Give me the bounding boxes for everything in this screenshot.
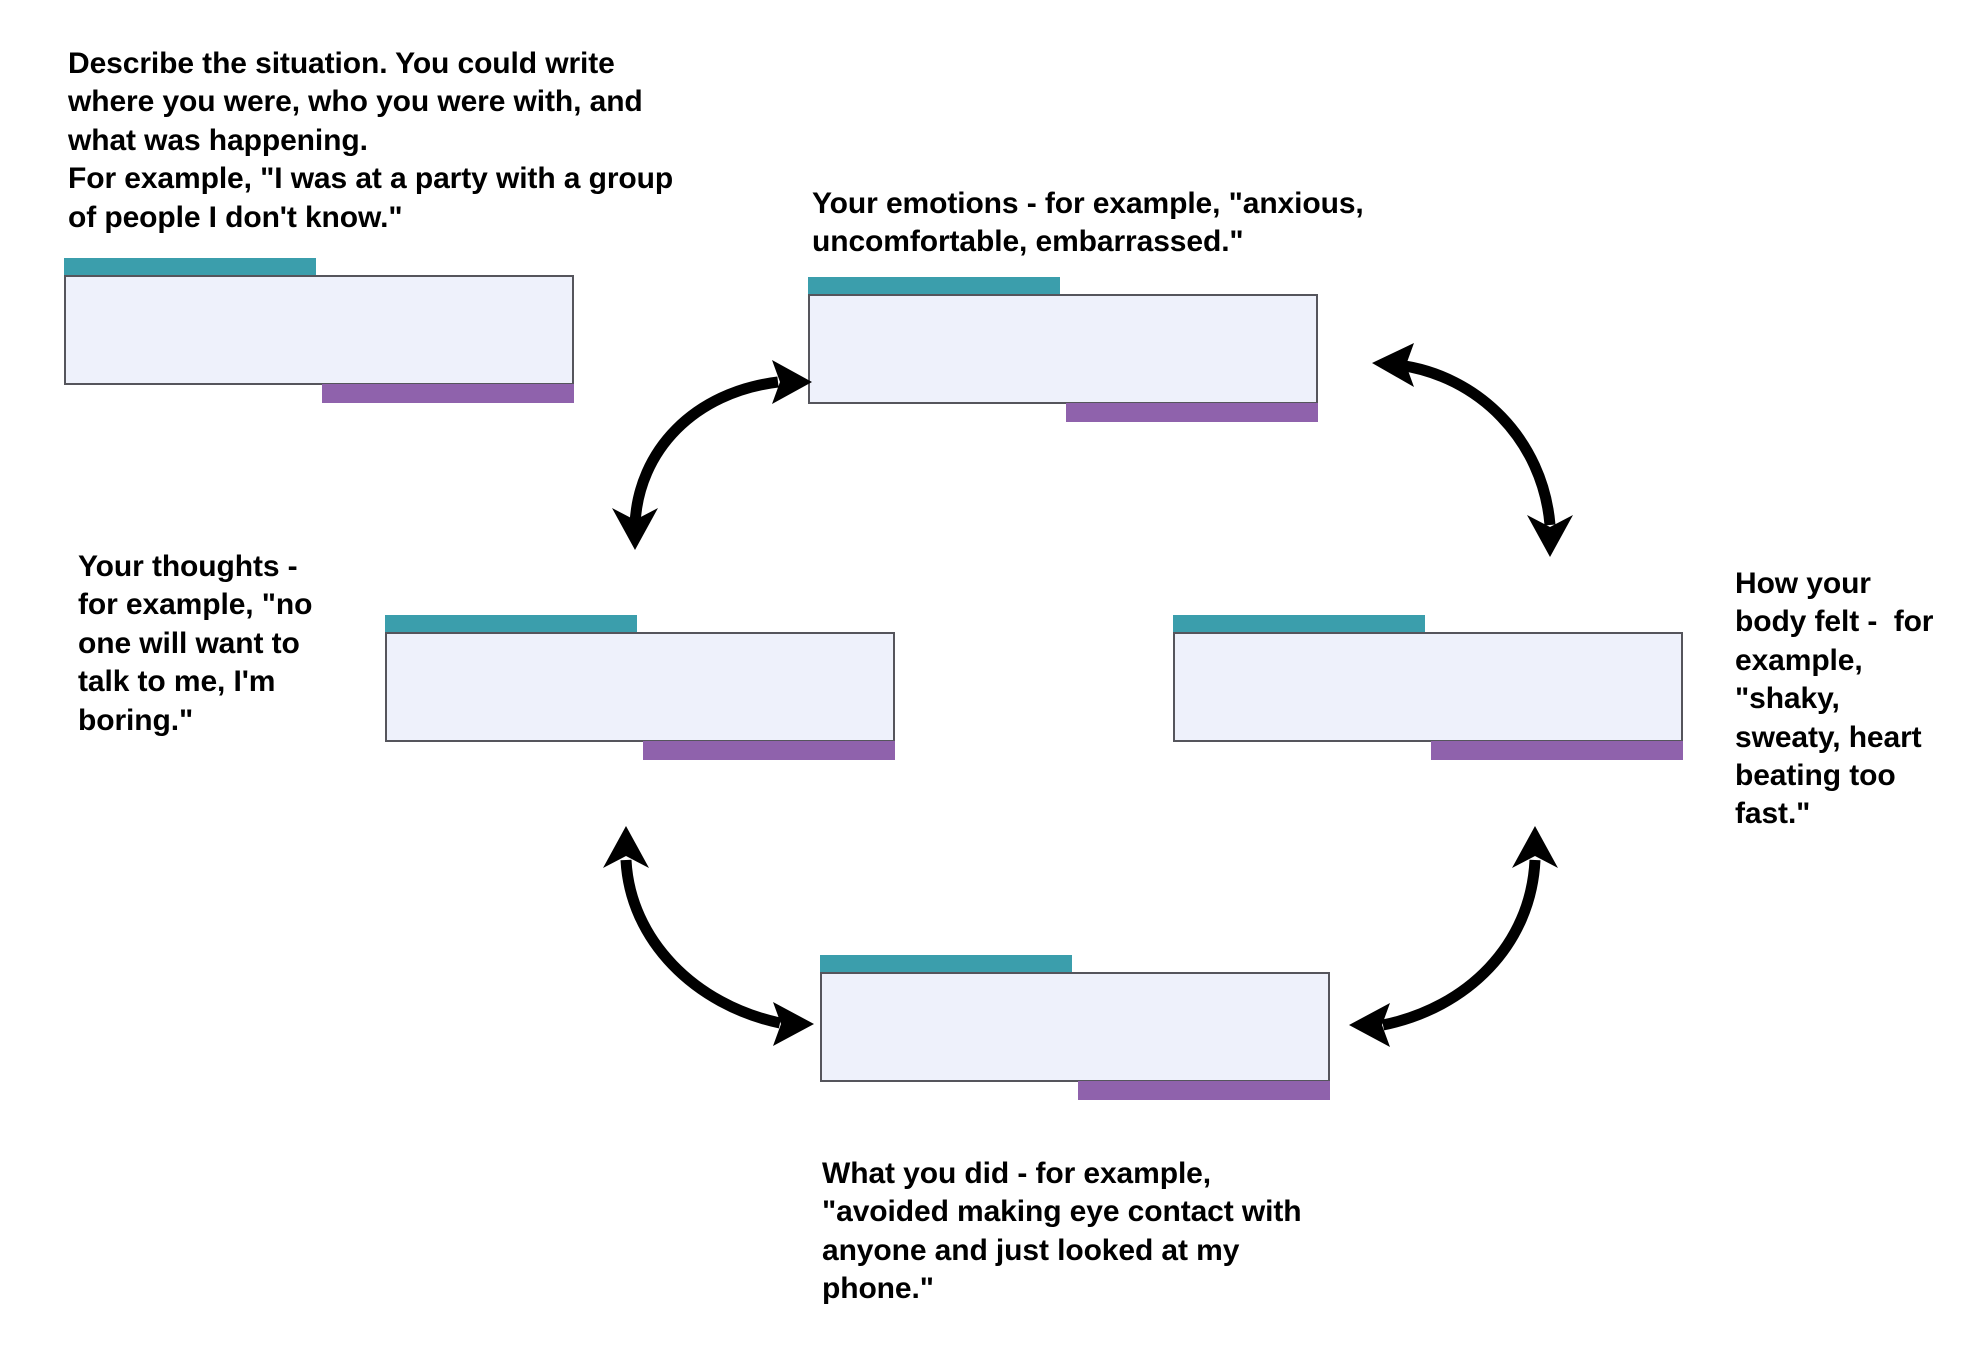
- node-situation: [64, 258, 574, 403]
- caption-behaviour: What you did - for example, "avoided mak…: [822, 1157, 1302, 1306]
- thoughts-top-accent-bar: [385, 615, 637, 634]
- situation-input-box[interactable]: [64, 275, 574, 385]
- caption-emotions: Your emotions - for example, "anxious, u…: [812, 187, 1364, 259]
- arrow-behaviour-thoughts: [590, 820, 820, 1050]
- behaviour-input-box[interactable]: [820, 972, 1330, 1082]
- arrow-situation-emotions: [600, 330, 830, 560]
- body-bottom-accent-bar: [1431, 741, 1683, 760]
- emotions-bottom-accent-bar: [1066, 403, 1318, 422]
- situation-top-accent-bar: [64, 258, 316, 277]
- body-top-accent-bar: [1173, 615, 1425, 634]
- emotions-input-box[interactable]: [808, 294, 1318, 404]
- arrow-emotions-body: [1358, 335, 1588, 565]
- node-emotions: [808, 277, 1318, 422]
- behaviour-bottom-accent-bar: [1078, 1081, 1330, 1100]
- node-behaviour: [820, 955, 1330, 1100]
- caption-body: How your body felt - for example, "shaky…: [1735, 567, 1934, 831]
- emotions-top-accent-bar: [808, 277, 1060, 296]
- caption-situation: Describe the situation. You could write …: [68, 47, 674, 234]
- thoughts-input-box[interactable]: [385, 632, 895, 742]
- body-input-box[interactable]: [1173, 632, 1683, 742]
- node-body: [1173, 615, 1683, 760]
- behaviour-top-accent-bar: [820, 955, 1072, 974]
- situation-bottom-accent-bar: [322, 384, 574, 403]
- arrow-body-behaviour: [1345, 820, 1575, 1050]
- thoughts-bottom-accent-bar: [643, 741, 895, 760]
- caption-thoughts: Your thoughts - for example, "no one wil…: [78, 550, 313, 737]
- node-thoughts: [385, 615, 895, 760]
